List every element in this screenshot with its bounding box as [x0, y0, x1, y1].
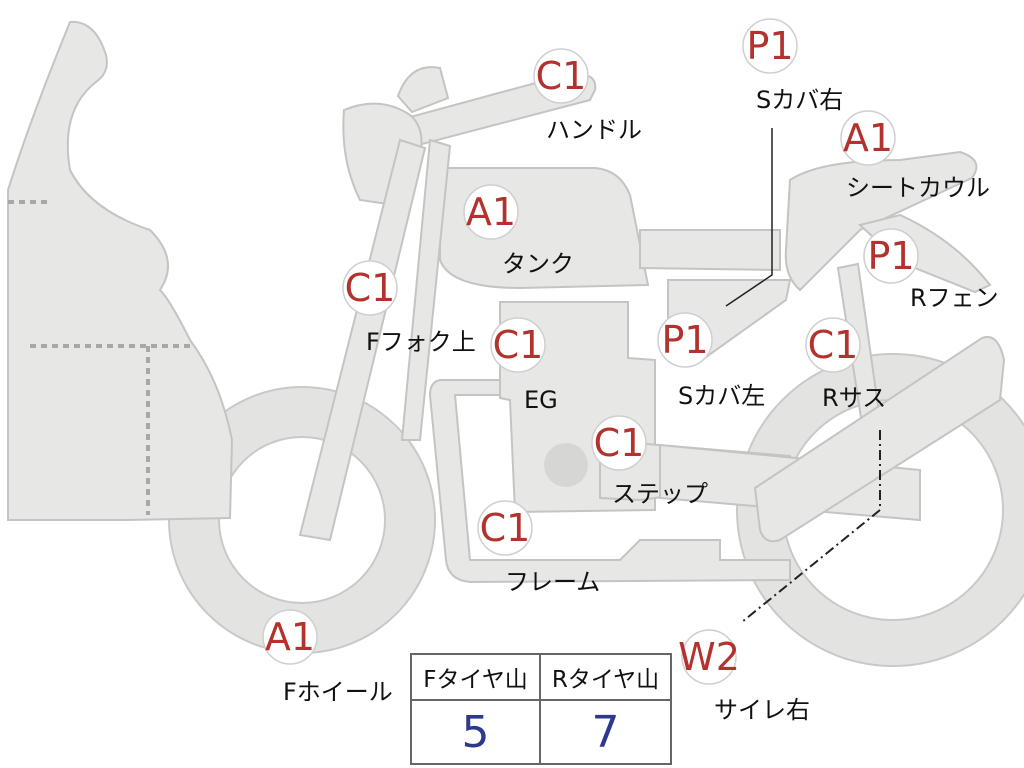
f-tire-tread-header: Fタイヤ山 — [412, 655, 541, 701]
svg-text:ステップ: ステップ — [612, 480, 708, 508]
svg-text:A1: A1 — [466, 190, 516, 234]
svg-text:フレーム: フレーム — [505, 568, 600, 596]
badge-r-suspension: C1 Rサス — [805, 317, 886, 412]
svg-text:Fフォク上: Fフォク上 — [366, 328, 476, 356]
badge-r-fender: P1 Rフェン — [863, 228, 999, 312]
engine-cover — [544, 443, 588, 487]
svg-text:C1: C1 — [480, 506, 531, 550]
svg-text:P1: P1 — [746, 24, 793, 68]
badge-step: C1 ステップ — [591, 415, 708, 508]
tire-tread-table: Fタイヤ山 Rタイヤ山 5 7 — [410, 653, 672, 765]
svg-text:A1: A1 — [265, 615, 315, 659]
seat-shape — [639, 229, 781, 272]
svg-text:C1: C1 — [808, 323, 859, 367]
front-fork-left — [298, 138, 427, 542]
badge-s-cover-right: P1 Sカバ右 — [742, 18, 843, 114]
badge-frame: C1 フレーム — [477, 500, 600, 596]
f-tire-tread-value: 5 — [412, 701, 541, 763]
frame-shape — [428, 379, 791, 584]
svg-text:タンク: タンク — [502, 250, 574, 278]
badge-handle: C1 ハンドル — [533, 48, 642, 144]
svg-text:P1: P1 — [661, 318, 708, 362]
svg-text:C1: C1 — [594, 421, 645, 465]
badge-tank: A1 タンク — [463, 184, 574, 278]
svg-text:A1: A1 — [843, 116, 893, 160]
badge-engine: C1 EG — [490, 317, 558, 414]
svg-text:EG: EG — [524, 386, 558, 414]
badge-s-cover-left: P1 Sカバ左 — [657, 312, 765, 410]
svg-text:Fホイール: Fホイール — [283, 678, 393, 706]
svg-text:Sカバ右: Sカバ右 — [756, 86, 843, 114]
svg-text:Rフェン: Rフェン — [910, 284, 999, 312]
front-fork-right — [400, 138, 452, 441]
svg-text:P1: P1 — [867, 234, 914, 278]
svg-text:C1: C1 — [536, 54, 587, 98]
svg-text:W2: W2 — [678, 635, 740, 679]
svg-text:C1: C1 — [493, 323, 544, 367]
svg-text:シートカウル: シートカウル — [846, 174, 990, 202]
badge-seat-cowl: A1 シートカウル — [840, 110, 990, 202]
r-tire-tread-header: Rタイヤ山 — [541, 655, 670, 701]
badge-silencer-right: W2 サイレ右 — [678, 629, 810, 724]
handlebar-grip — [396, 66, 450, 114]
seat-cowl-shape — [784, 150, 978, 292]
svg-text:ハンドル: ハンドル — [546, 116, 642, 144]
r-tire-tread-value: 7 — [591, 706, 620, 758]
badge-f-wheel: A1 Fホイール — [262, 609, 393, 706]
svg-text:C1: C1 — [345, 266, 396, 310]
fairing-shape — [7, 20, 234, 521]
svg-text:サイレ右: サイレ右 — [714, 696, 810, 724]
badge-f-fork-upper: C1 Fフォク上 — [342, 260, 476, 356]
svg-text:Sカバ左: Sカバ左 — [678, 382, 765, 410]
svg-text:Rサス: Rサス — [822, 384, 886, 412]
